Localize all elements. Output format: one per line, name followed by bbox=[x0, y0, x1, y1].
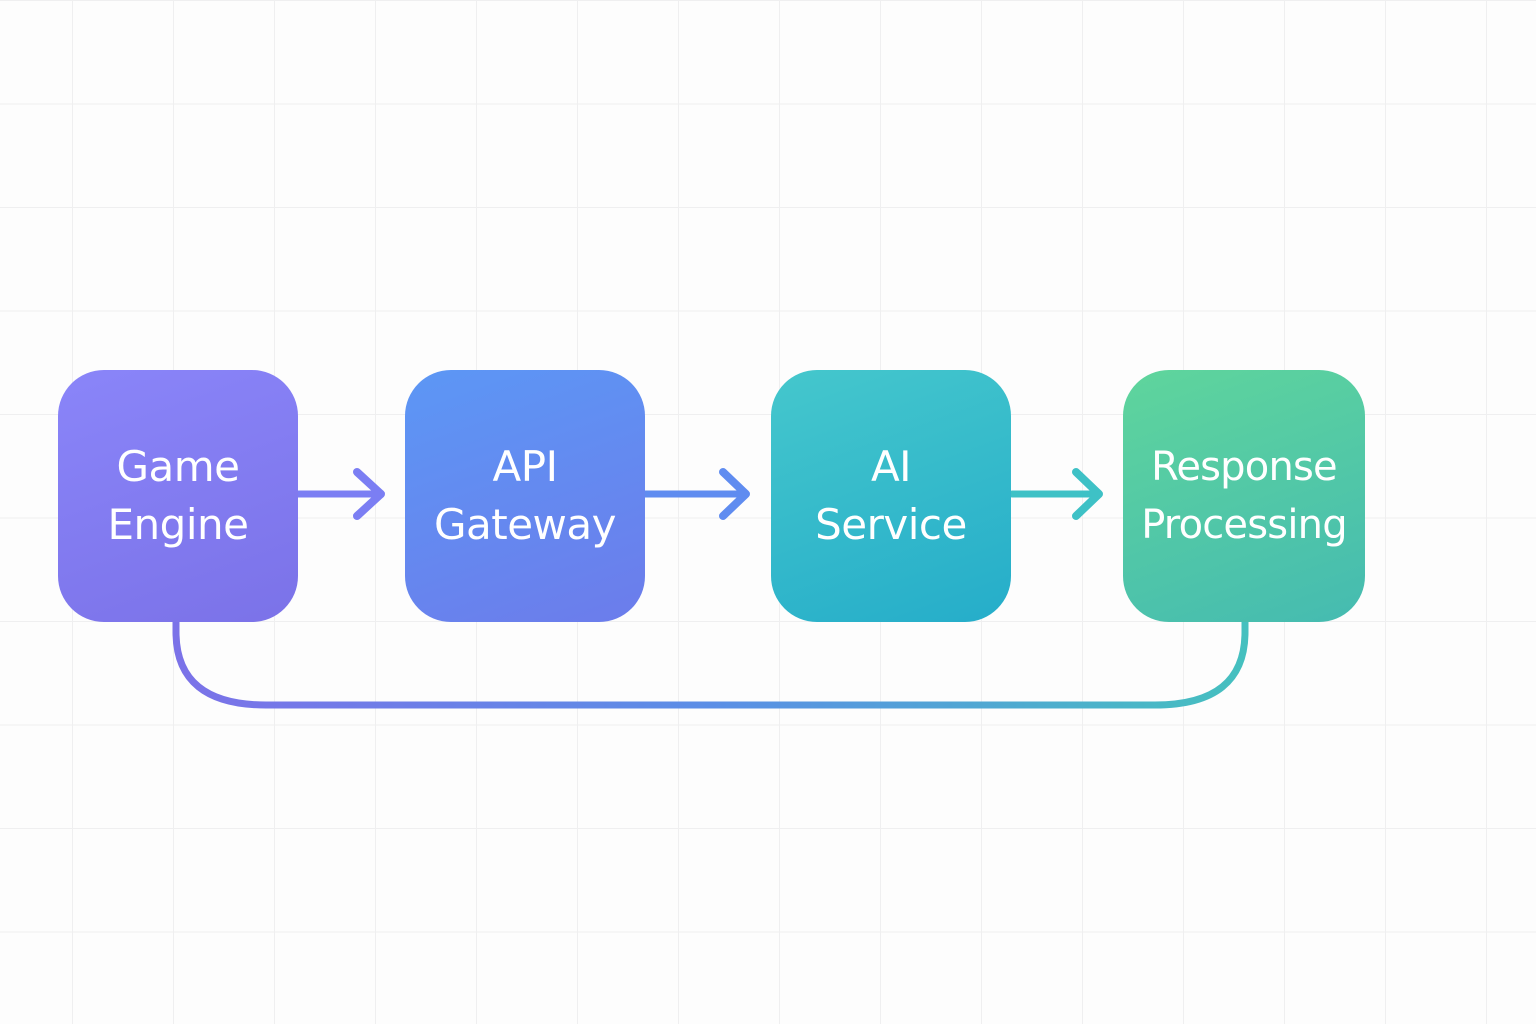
node-label: Response Processing bbox=[1141, 444, 1347, 548]
node-label: Game Engine bbox=[107, 442, 249, 549]
edge-game-engine-to-api-gateway bbox=[294, 468, 385, 520]
node-label: AI Service bbox=[815, 442, 967, 549]
node-ai-service[interactable]: AI Service bbox=[771, 370, 1011, 622]
node-api-gateway[interactable]: API Gateway bbox=[405, 370, 645, 622]
edge-feedback-loop bbox=[172, 618, 1249, 709]
arrow-head-icon bbox=[719, 468, 750, 520]
arrow-head-icon bbox=[1072, 468, 1103, 520]
node-game-engine[interactable]: Game Engine bbox=[58, 370, 298, 622]
edge-api-gateway-to-ai-service bbox=[641, 468, 750, 520]
node-label: API Gateway bbox=[433, 442, 617, 549]
node-response-processing[interactable]: Response Processing bbox=[1123, 370, 1365, 622]
arrow-head-icon bbox=[353, 468, 385, 520]
edge-ai-service-to-response-processing bbox=[1008, 468, 1103, 520]
